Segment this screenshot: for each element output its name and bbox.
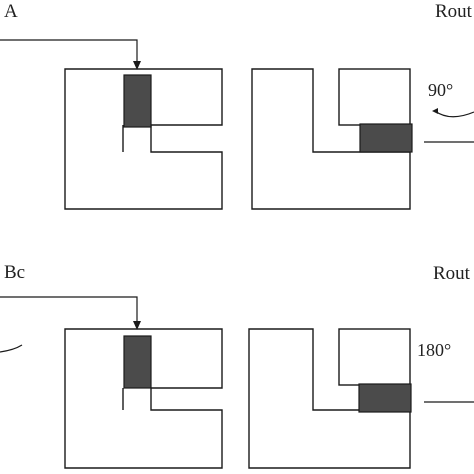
row-a-frame-left bbox=[64, 68, 223, 210]
row-bc-frame-left bbox=[64, 328, 223, 469]
row-a: A Rout 90° bbox=[0, 1, 474, 210]
row-bc-leader-line bbox=[0, 296, 138, 326]
row-bc-route-label: Rout bbox=[433, 263, 471, 284]
row-a-leader-line bbox=[0, 39, 138, 66]
row-bc: Bc Rout 180° bbox=[0, 262, 474, 469]
row-bc-side-arc bbox=[0, 344, 23, 353]
row-a-part-left bbox=[123, 74, 152, 128]
row-bc-part-left bbox=[123, 335, 152, 389]
row-bc-box-right bbox=[338, 328, 411, 386]
row-a-rotation-arrowhead bbox=[432, 108, 438, 114]
row-a-label: A bbox=[4, 1, 18, 22]
row-a-part-right bbox=[359, 123, 413, 153]
row-bc-label: Bc bbox=[4, 262, 25, 283]
row-bc-angle-label: 180° bbox=[417, 340, 451, 360]
row-a-angle-label: 90° bbox=[428, 80, 453, 100]
row-a-box-right bbox=[338, 68, 411, 126]
row-a-arrowhead bbox=[133, 61, 141, 70]
row-a-rotation-arc bbox=[434, 110, 474, 118]
row-bc-arrowhead bbox=[133, 321, 141, 330]
row-bc-part-right bbox=[358, 383, 412, 413]
row-a-route-label: Rout bbox=[435, 1, 473, 22]
